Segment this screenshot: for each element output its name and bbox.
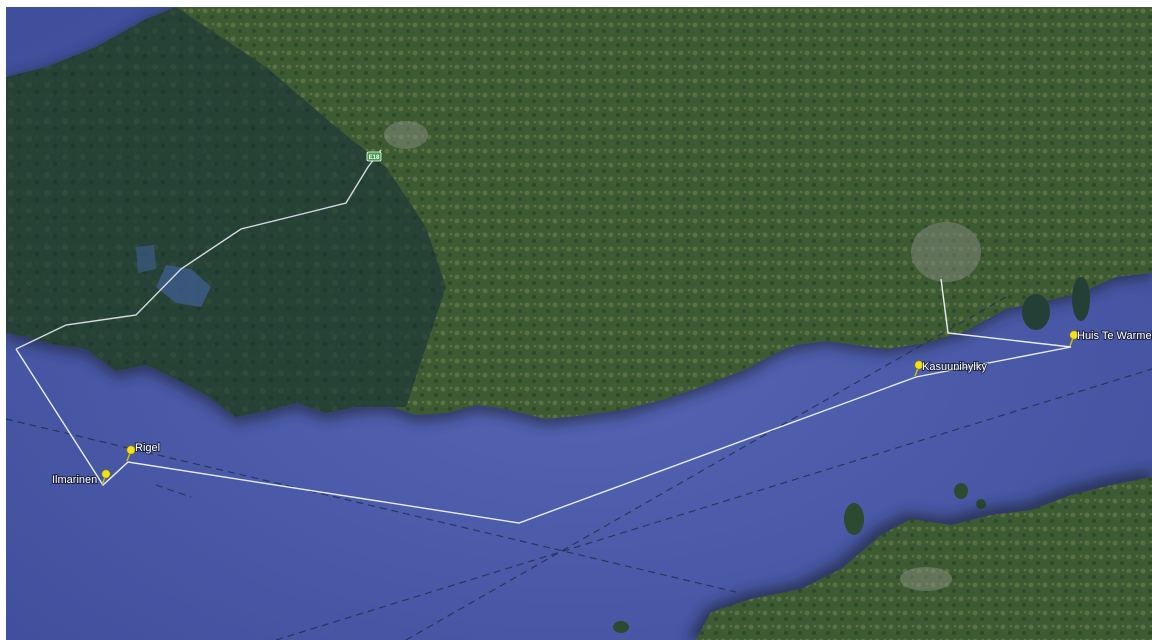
road-badge-e18: E18 [366, 151, 382, 162]
svg-text:E18: E18 [369, 155, 380, 161]
pushpin-icon [101, 469, 111, 486]
archipelago [6, 7, 446, 417]
island [1072, 277, 1090, 321]
urban-area [900, 567, 952, 591]
map-view[interactable]: E18 Rigel Ilmarinen Kasuunihylky [6, 7, 1152, 640]
placemark-label: Kasuunihylky [922, 361, 987, 373]
bay [136, 245, 156, 273]
island [613, 621, 629, 633]
shipping-lane [155, 484, 192, 498]
pushpin-icon [1069, 330, 1079, 347]
bay [156, 265, 211, 307]
island [1022, 294, 1050, 330]
pushpin-icon [914, 360, 924, 377]
placemark-ilmarinen[interactable]: Ilmarinen [51, 469, 111, 487]
road-route [15, 149, 382, 350]
urban-area [384, 121, 428, 149]
estonia-coast [696, 477, 1152, 640]
placemark-label: Rigel [135, 442, 160, 454]
island [844, 503, 864, 535]
shipping-lane [275, 368, 1152, 640]
placemark-huis-te-warmelo[interactable]: Huis Te Warmelo [1069, 329, 1152, 347]
satellite-map[interactable]: E18 Rigel Ilmarinen Kasuunihylky [6, 7, 1152, 640]
placemark-kasuunihylky[interactable]: Kasuunihylky [914, 360, 988, 377]
pushpin-icon [126, 445, 136, 462]
placemark-label: Ilmarinen [52, 474, 97, 486]
boat-route [15, 278, 1072, 524]
placemark-label: Huis Te Warmelo [1077, 330, 1152, 342]
placemark-rigel[interactable]: Rigel [126, 441, 161, 462]
urban-area [911, 222, 981, 282]
island [954, 483, 968, 499]
island [976, 499, 986, 509]
